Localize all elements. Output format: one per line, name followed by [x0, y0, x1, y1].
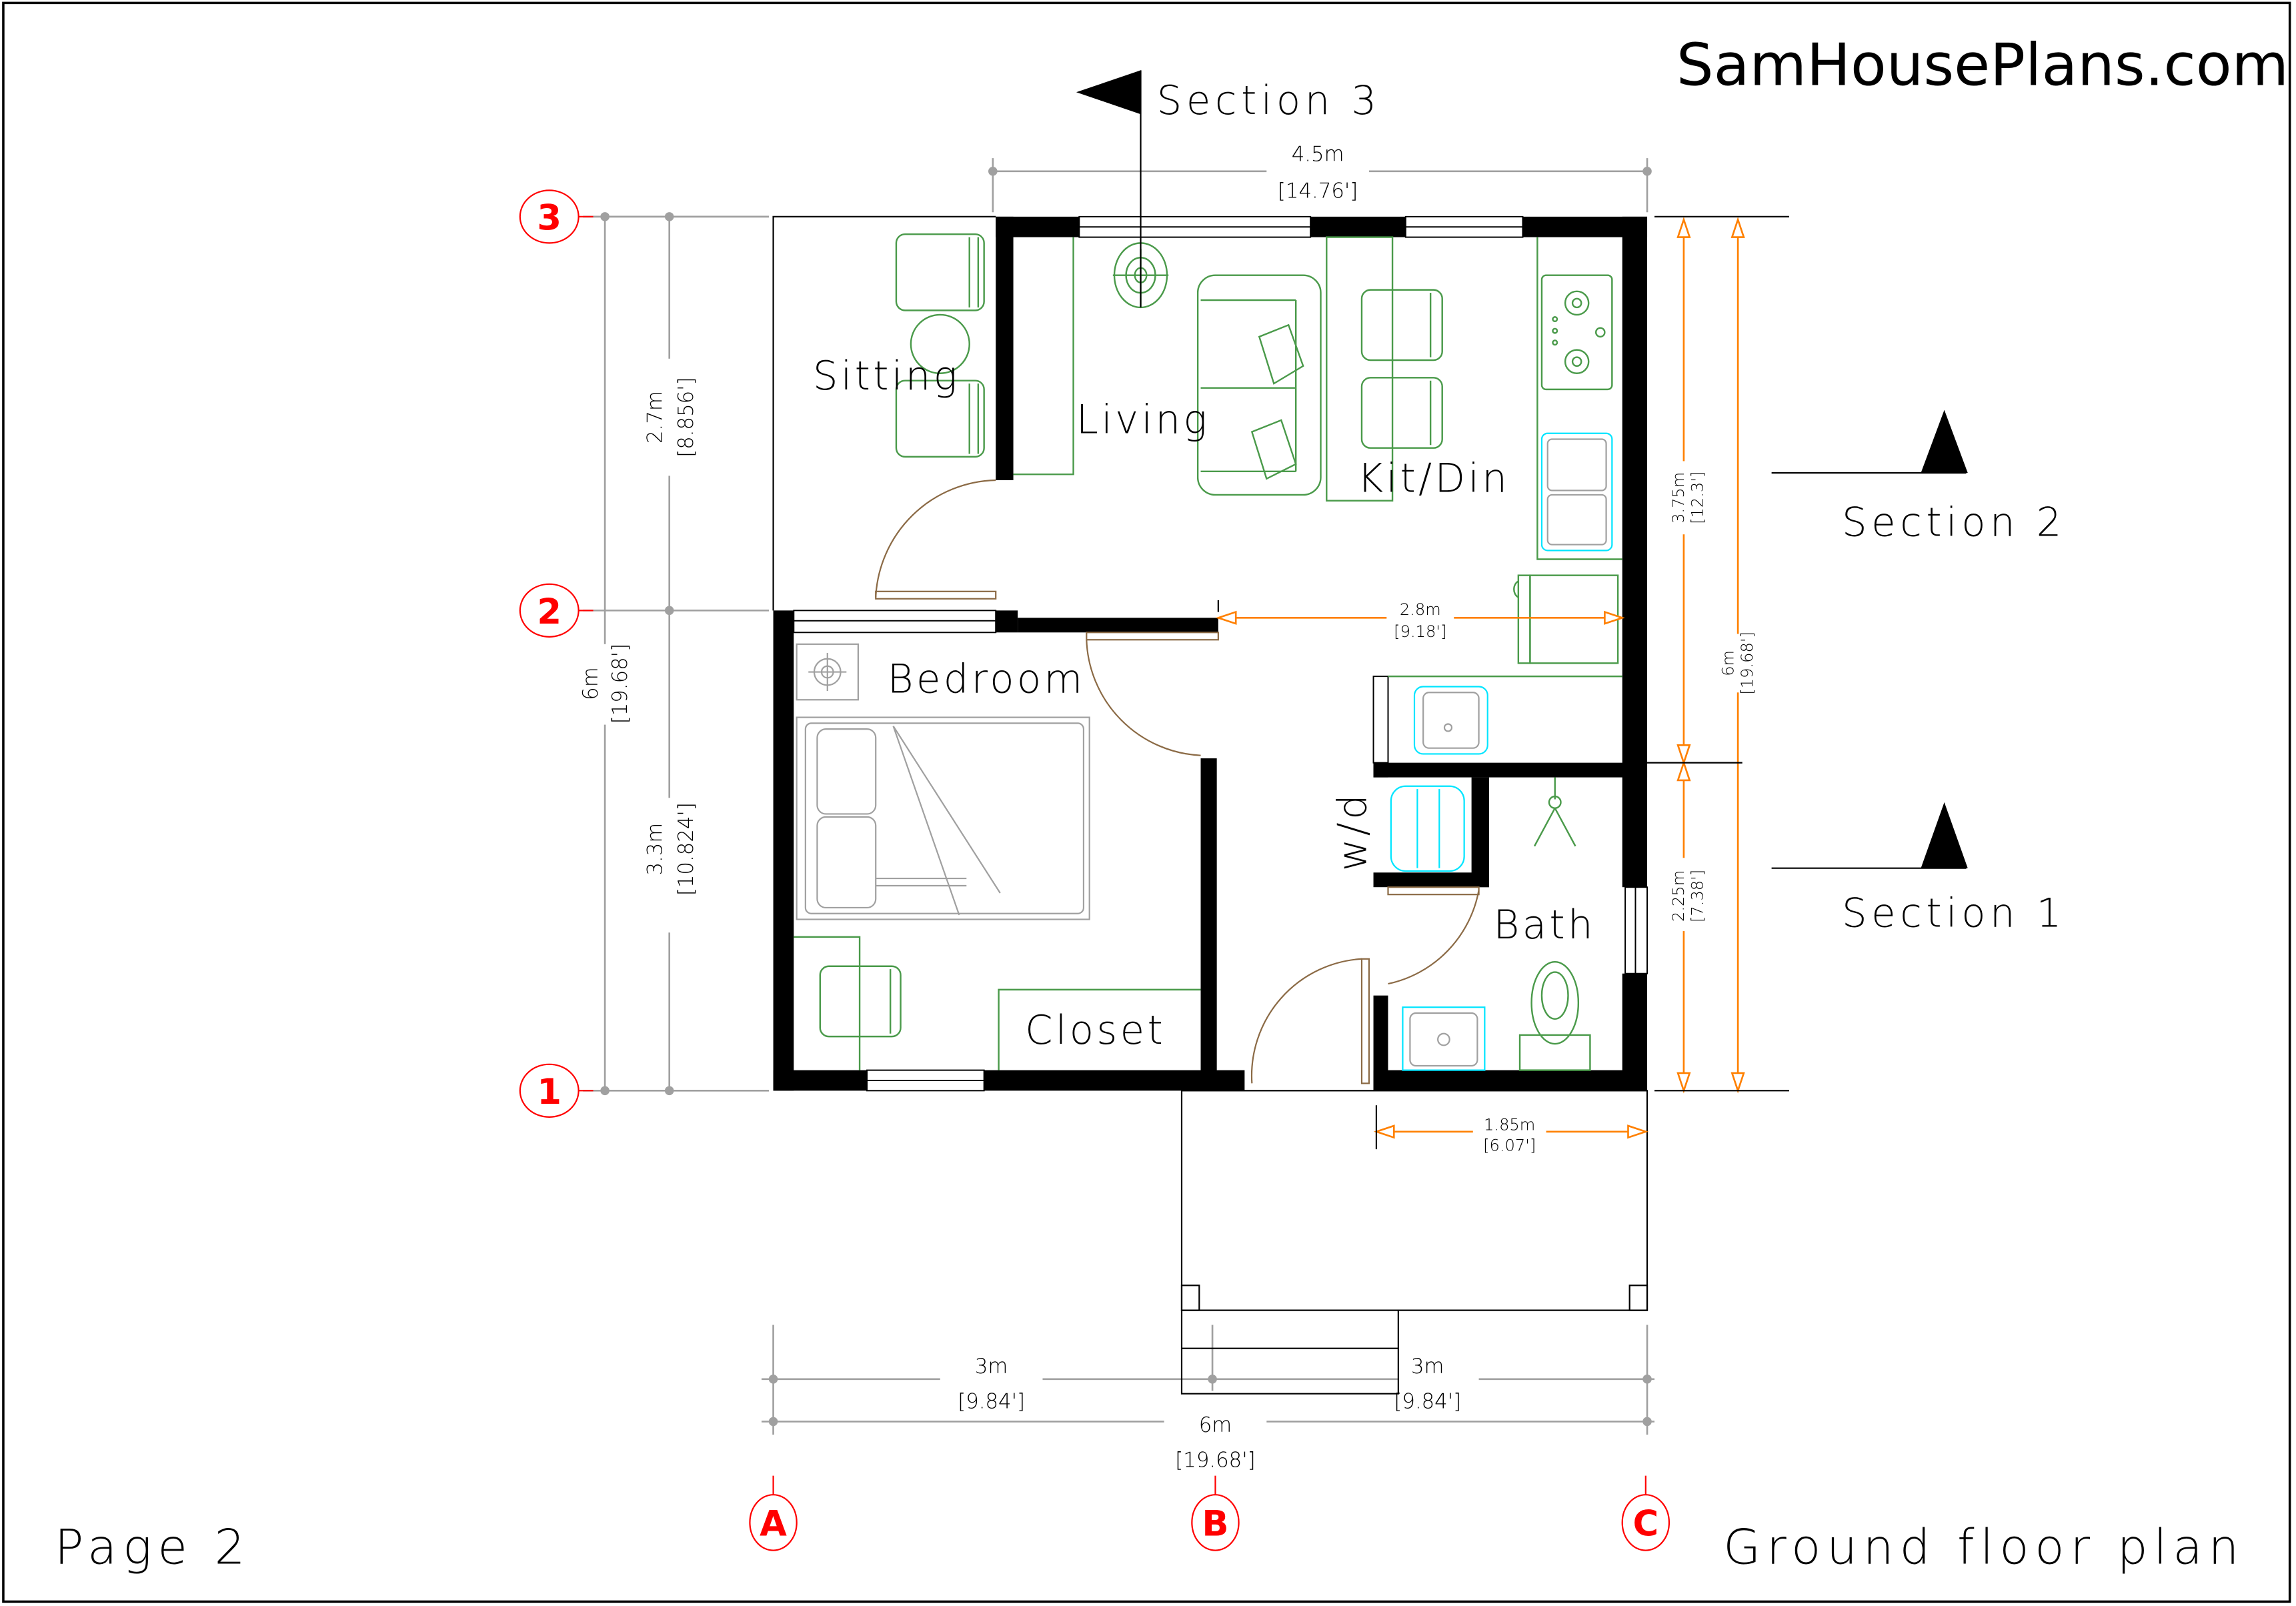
section-2-marker[interactable]: Section 2: [1771, 410, 2066, 546]
walls[interactable]: [773, 216, 1648, 1091]
svg-text:[6.07']: [6.07']: [1483, 1136, 1536, 1154]
room-label-bath: Bath: [1494, 902, 1596, 948]
grid-bubble-col-a: A: [749, 1475, 798, 1551]
svg-text:[9.18']: [9.18']: [1394, 622, 1446, 641]
svg-text:2.25m: 2.25m: [1669, 870, 1688, 922]
sitting-door[interactable]: [875, 479, 996, 598]
svg-text:3m: 3m: [1411, 1355, 1444, 1379]
svg-text:1: 1: [537, 1072, 561, 1112]
dim-hall-width: 2.8m [9.18']: [1386, 597, 1454, 644]
svg-text:[19.68']: [19.68']: [608, 644, 632, 724]
room-label-closet: Closet: [1025, 1007, 1166, 1053]
dim-bottom-left: 3m [9.84']: [940, 1354, 1043, 1414]
room-label-bedroom: Bedroom: [888, 656, 1086, 702]
grid-bubble-col-c: C: [1621, 1475, 1670, 1551]
svg-text:4.5m: 4.5m: [1292, 142, 1344, 166]
washer-dryer-icon: [1390, 785, 1465, 872]
sitting-chair-2-icon: [895, 379, 985, 458]
room-label-living: Living: [1076, 397, 1210, 443]
refrigerator-icon: [1513, 574, 1619, 664]
room-label-sitting: Sitting: [813, 353, 960, 399]
svg-text:2.8m: 2.8m: [1400, 600, 1441, 619]
section-arrow-icon: [1921, 410, 1968, 474]
svg-text:A: A: [760, 1504, 787, 1545]
svg-text:Section 1: Section 1: [1842, 890, 2066, 936]
interior-dimensions: [1215, 217, 1745, 1139]
svg-text:[9.84']: [9.84']: [1394, 1390, 1461, 1414]
dim-right-total: 6m [19.68']: [1719, 632, 1765, 695]
svg-text:[8.856']: [8.856']: [674, 377, 698, 457]
dim-bottom-right: 3m [9.84']: [1394, 1354, 1479, 1414]
grid-bubble-row-3: 3: [519, 189, 594, 244]
grid-bubbles: 3 2 1 A B C: [519, 189, 1670, 1551]
dining-chair-2-icon: [1360, 377, 1443, 449]
svg-text:3m: 3m: [975, 1355, 1008, 1379]
laundry-sink-icon: [1413, 686, 1488, 755]
svg-text:[7.38']: [7.38']: [1688, 870, 1706, 922]
bed-icon: [796, 716, 1090, 920]
dim-left-total: 6m [19.68']: [578, 644, 638, 725]
kitchen-sink-icon: [1540, 432, 1613, 552]
bedroom-door[interactable]: [1086, 640, 1201, 756]
svg-text:[9.84']: [9.84']: [958, 1390, 1025, 1414]
dim-left-lower: 3.3m [10.824']: [644, 798, 712, 933]
svg-text:[12.3']: [12.3']: [1688, 472, 1706, 524]
sitting-chair-1-icon: [895, 233, 985, 311]
bedroom-chair-icon: [819, 965, 902, 1038]
interior-dimension-ticks: [1217, 215, 1789, 1150]
brand-watermark: SamHousePlans.com: [1676, 31, 2289, 99]
dim-right-lower: 2.25m [7.38']: [1666, 858, 1710, 932]
svg-text:6m: 6m: [1199, 1413, 1232, 1437]
section-3-marker[interactable]: Section 3: [1076, 70, 1381, 307]
entrance-door[interactable]: [1250, 958, 1362, 1084]
dim-bottom-total: 6m [19.68']: [1164, 1398, 1267, 1472]
page-label: Page 2: [55, 1519, 251, 1575]
sitting-table-icon: [910, 313, 970, 374]
fixtures: [796, 432, 1613, 1071]
svg-text:B: B: [1202, 1504, 1228, 1545]
svg-text:[19.68']: [19.68']: [1738, 632, 1757, 695]
grid-bubble-row-1: 1: [519, 1063, 594, 1118]
svg-text:3: 3: [537, 198, 561, 239]
toilet-icon: [1518, 960, 1591, 1071]
dining-counter: [1326, 236, 1394, 502]
dim-right-upper: 3.75m [12.3']: [1666, 461, 1710, 535]
bath-basin-icon: [1402, 1006, 1486, 1071]
shower-icon: [1533, 777, 1576, 847]
svg-text:3.75m: 3.75m: [1669, 472, 1688, 524]
svg-text:C: C: [1632, 1504, 1658, 1545]
bath-door[interactable]: [1388, 890, 1480, 985]
doors[interactable]: [875, 479, 1480, 1084]
svg-text:2: 2: [537, 592, 561, 632]
grid-bubble-col-b: B: [1191, 1475, 1240, 1551]
grid-bubble-row-2: 2: [519, 583, 594, 638]
svg-text:6m: 6m: [579, 667, 603, 700]
section-arrow-icon: [1921, 802, 1968, 868]
svg-text:1.85m: 1.85m: [1484, 1116, 1535, 1134]
svg-text:[14.76']: [14.76']: [1278, 179, 1358, 203]
section-flag-icon: [1076, 70, 1141, 115]
room-label-washer-dryer: w/d: [1330, 792, 1376, 871]
dim-left-upper: 2.7m [8.856']: [644, 358, 712, 476]
room-label-kitchen-dining: Kit/Din: [1357, 456, 1510, 502]
svg-text:3.3m: 3.3m: [644, 823, 668, 876]
windows: [793, 215, 1648, 1092]
svg-text:[19.68']: [19.68']: [1175, 1448, 1255, 1472]
bedroom-fan-icon: [796, 643, 859, 701]
cooktop-icon: [1540, 274, 1613, 391]
svg-text:2.7m: 2.7m: [644, 391, 668, 444]
svg-text:6m: 6m: [1719, 650, 1738, 676]
sofa-icon: [1196, 274, 1322, 496]
dim-porch-width: 1.85m [6.07']: [1472, 1116, 1546, 1161]
svg-text:Section 3: Section 3: [1157, 77, 1381, 123]
section-1-marker[interactable]: Section 1: [1771, 802, 2066, 936]
svg-text:Section 2: Section 2: [1842, 499, 2066, 545]
dimension-lines: [583, 158, 1654, 1435]
drawing-title: Ground floor plan: [1723, 1519, 2245, 1575]
dining-chair-1-icon: [1360, 289, 1443, 361]
dim-top-width: 4.5m [14.76']: [1266, 139, 1369, 207]
svg-text:[10.824']: [10.824']: [674, 802, 698, 896]
